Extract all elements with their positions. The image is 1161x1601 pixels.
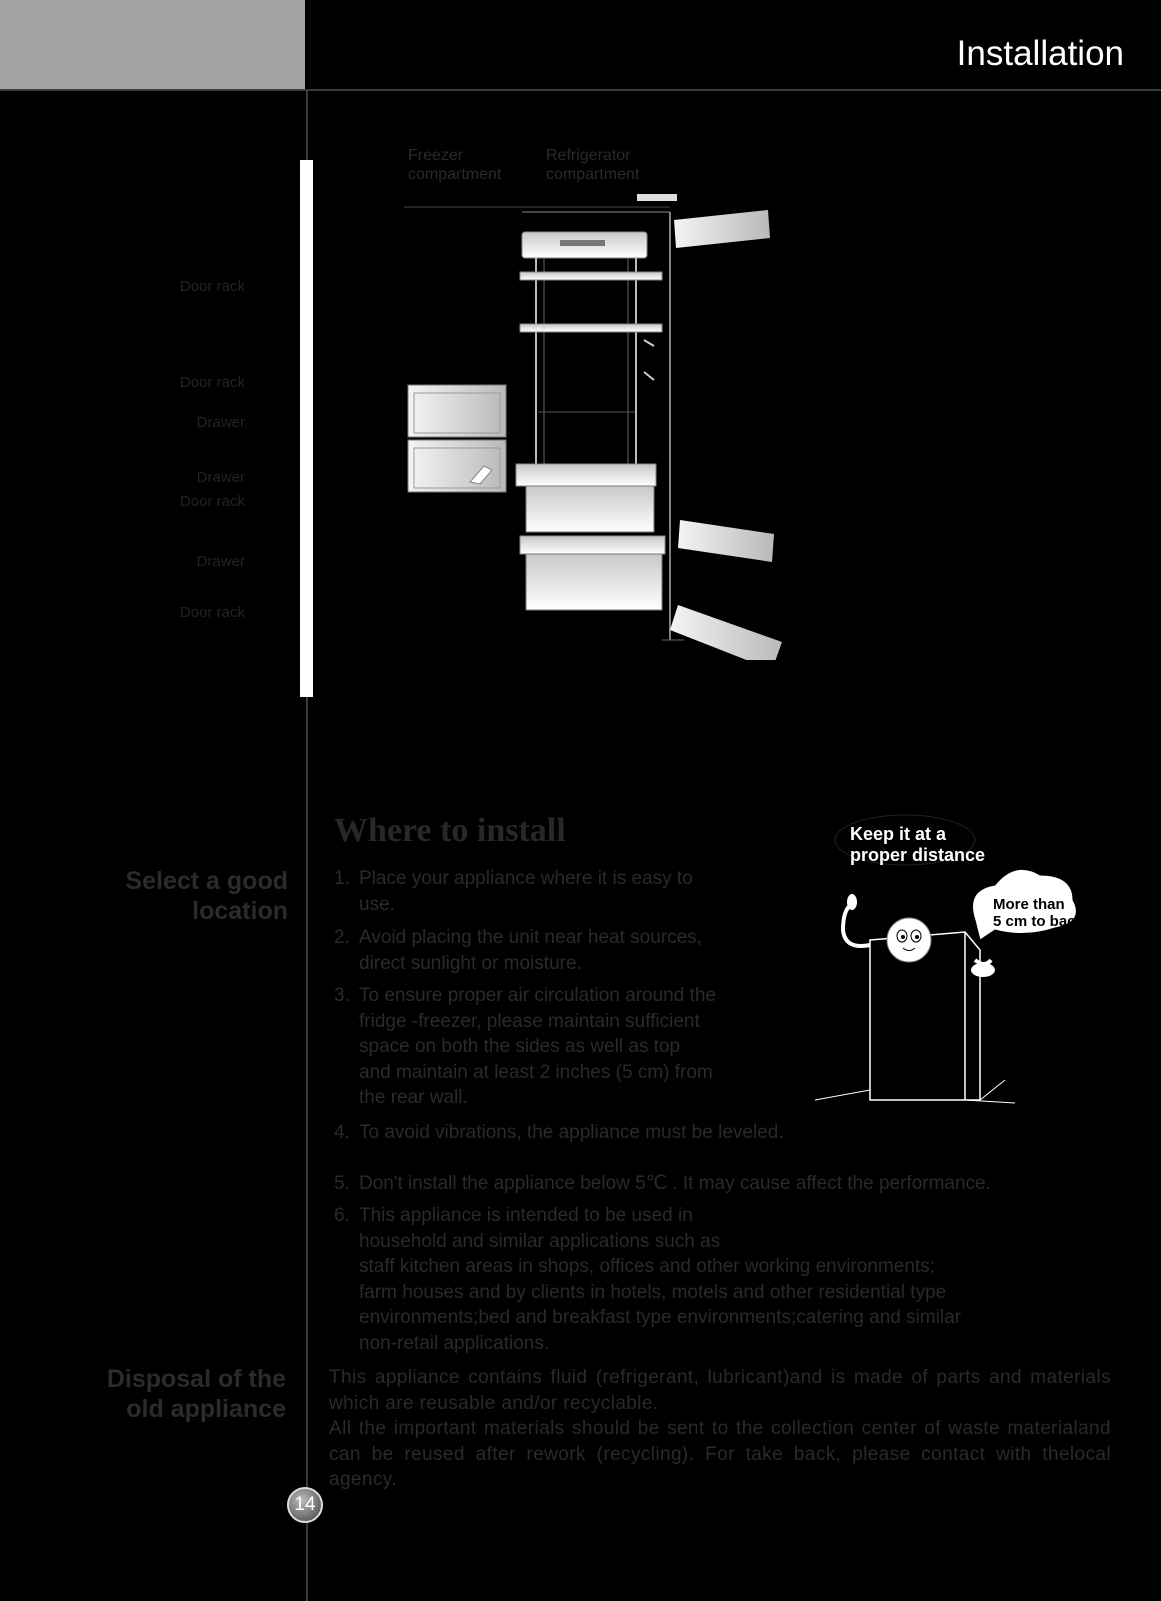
label-door-rack-2: Door rack: [179, 374, 245, 391]
fridge-diagram: [404, 194, 782, 660]
install-item-number: 5.: [334, 1173, 350, 1194]
select-location-heading: Select a good location: [125, 867, 288, 925]
install-item-number: 6.: [334, 1205, 350, 1226]
distance-illustration: [815, 814, 1077, 1104]
header-divider: [0, 89, 1161, 91]
install-item-text: Don't install the appliance below 5℃ . I…: [359, 1173, 991, 1194]
header-tab: [0, 0, 305, 90]
label-door-rack-1: Door rack: [179, 278, 245, 295]
diagram-scale-bar: [300, 160, 313, 697]
install-item-number: 1.: [334, 868, 350, 889]
label-door-rack-3: Door rack: [179, 493, 245, 510]
install-item-text: To ensure proper air circulation around …: [359, 985, 716, 1108]
install-item-number: 4.: [334, 1122, 350, 1143]
page-number-badge: [287, 1487, 323, 1523]
column-divider: [306, 90, 308, 1601]
distance-bubble-text: More than 5 cm to back: [993, 896, 1084, 930]
disposal-heading: Disposal of the old appliance: [106, 1365, 286, 1423]
install-item-6: 6. This appliance is intended to be used …: [334, 1203, 961, 1356]
install-item-number: 3.: [334, 985, 350, 1006]
label-door-rack-4: Door rack: [179, 604, 245, 621]
install-item-5: 5. Don't install the appliance below 5℃ .…: [334, 1171, 991, 1197]
keep-distance-caption: Keep it at a proper distance: [850, 824, 986, 865]
label-drawer-2: Drawer: [196, 469, 245, 486]
install-item-4: 4. To avoid vibrations, the appliance mus…: [334, 1120, 784, 1146]
where-to-install-title: Where to install: [334, 812, 566, 849]
freezer-compartment-label: Freezer compartment: [408, 147, 502, 183]
disposal-paragraph: This appliance contains fluid (refrigera…: [329, 1367, 1111, 1490]
install-item-text: Place your appliance where it is easy to…: [359, 868, 693, 915]
refrigerator-compartment-label: Refrigerator compartment: [546, 147, 640, 183]
install-item-3: 3. To ensure proper air circulation aroun…: [334, 983, 716, 1111]
install-item-text: Avoid placing the unit near heat sources…: [359, 927, 702, 974]
page-number: 14: [294, 1494, 316, 1515]
label-drawer-1: Drawer: [196, 414, 245, 431]
install-item-number: 2.: [334, 927, 350, 948]
install-item-text: This appliance is intended to be used in…: [359, 1205, 961, 1354]
install-item-text: To avoid vibrations, the appliance must …: [359, 1122, 784, 1143]
install-item-2: 2. Avoid placing the unit near heat sourc…: [334, 925, 702, 976]
label-drawer-3: Drawer: [196, 553, 245, 570]
install-item-1: 1. Place your appliance where it is easy …: [334, 866, 693, 917]
page-title: Installation: [956, 34, 1124, 73]
